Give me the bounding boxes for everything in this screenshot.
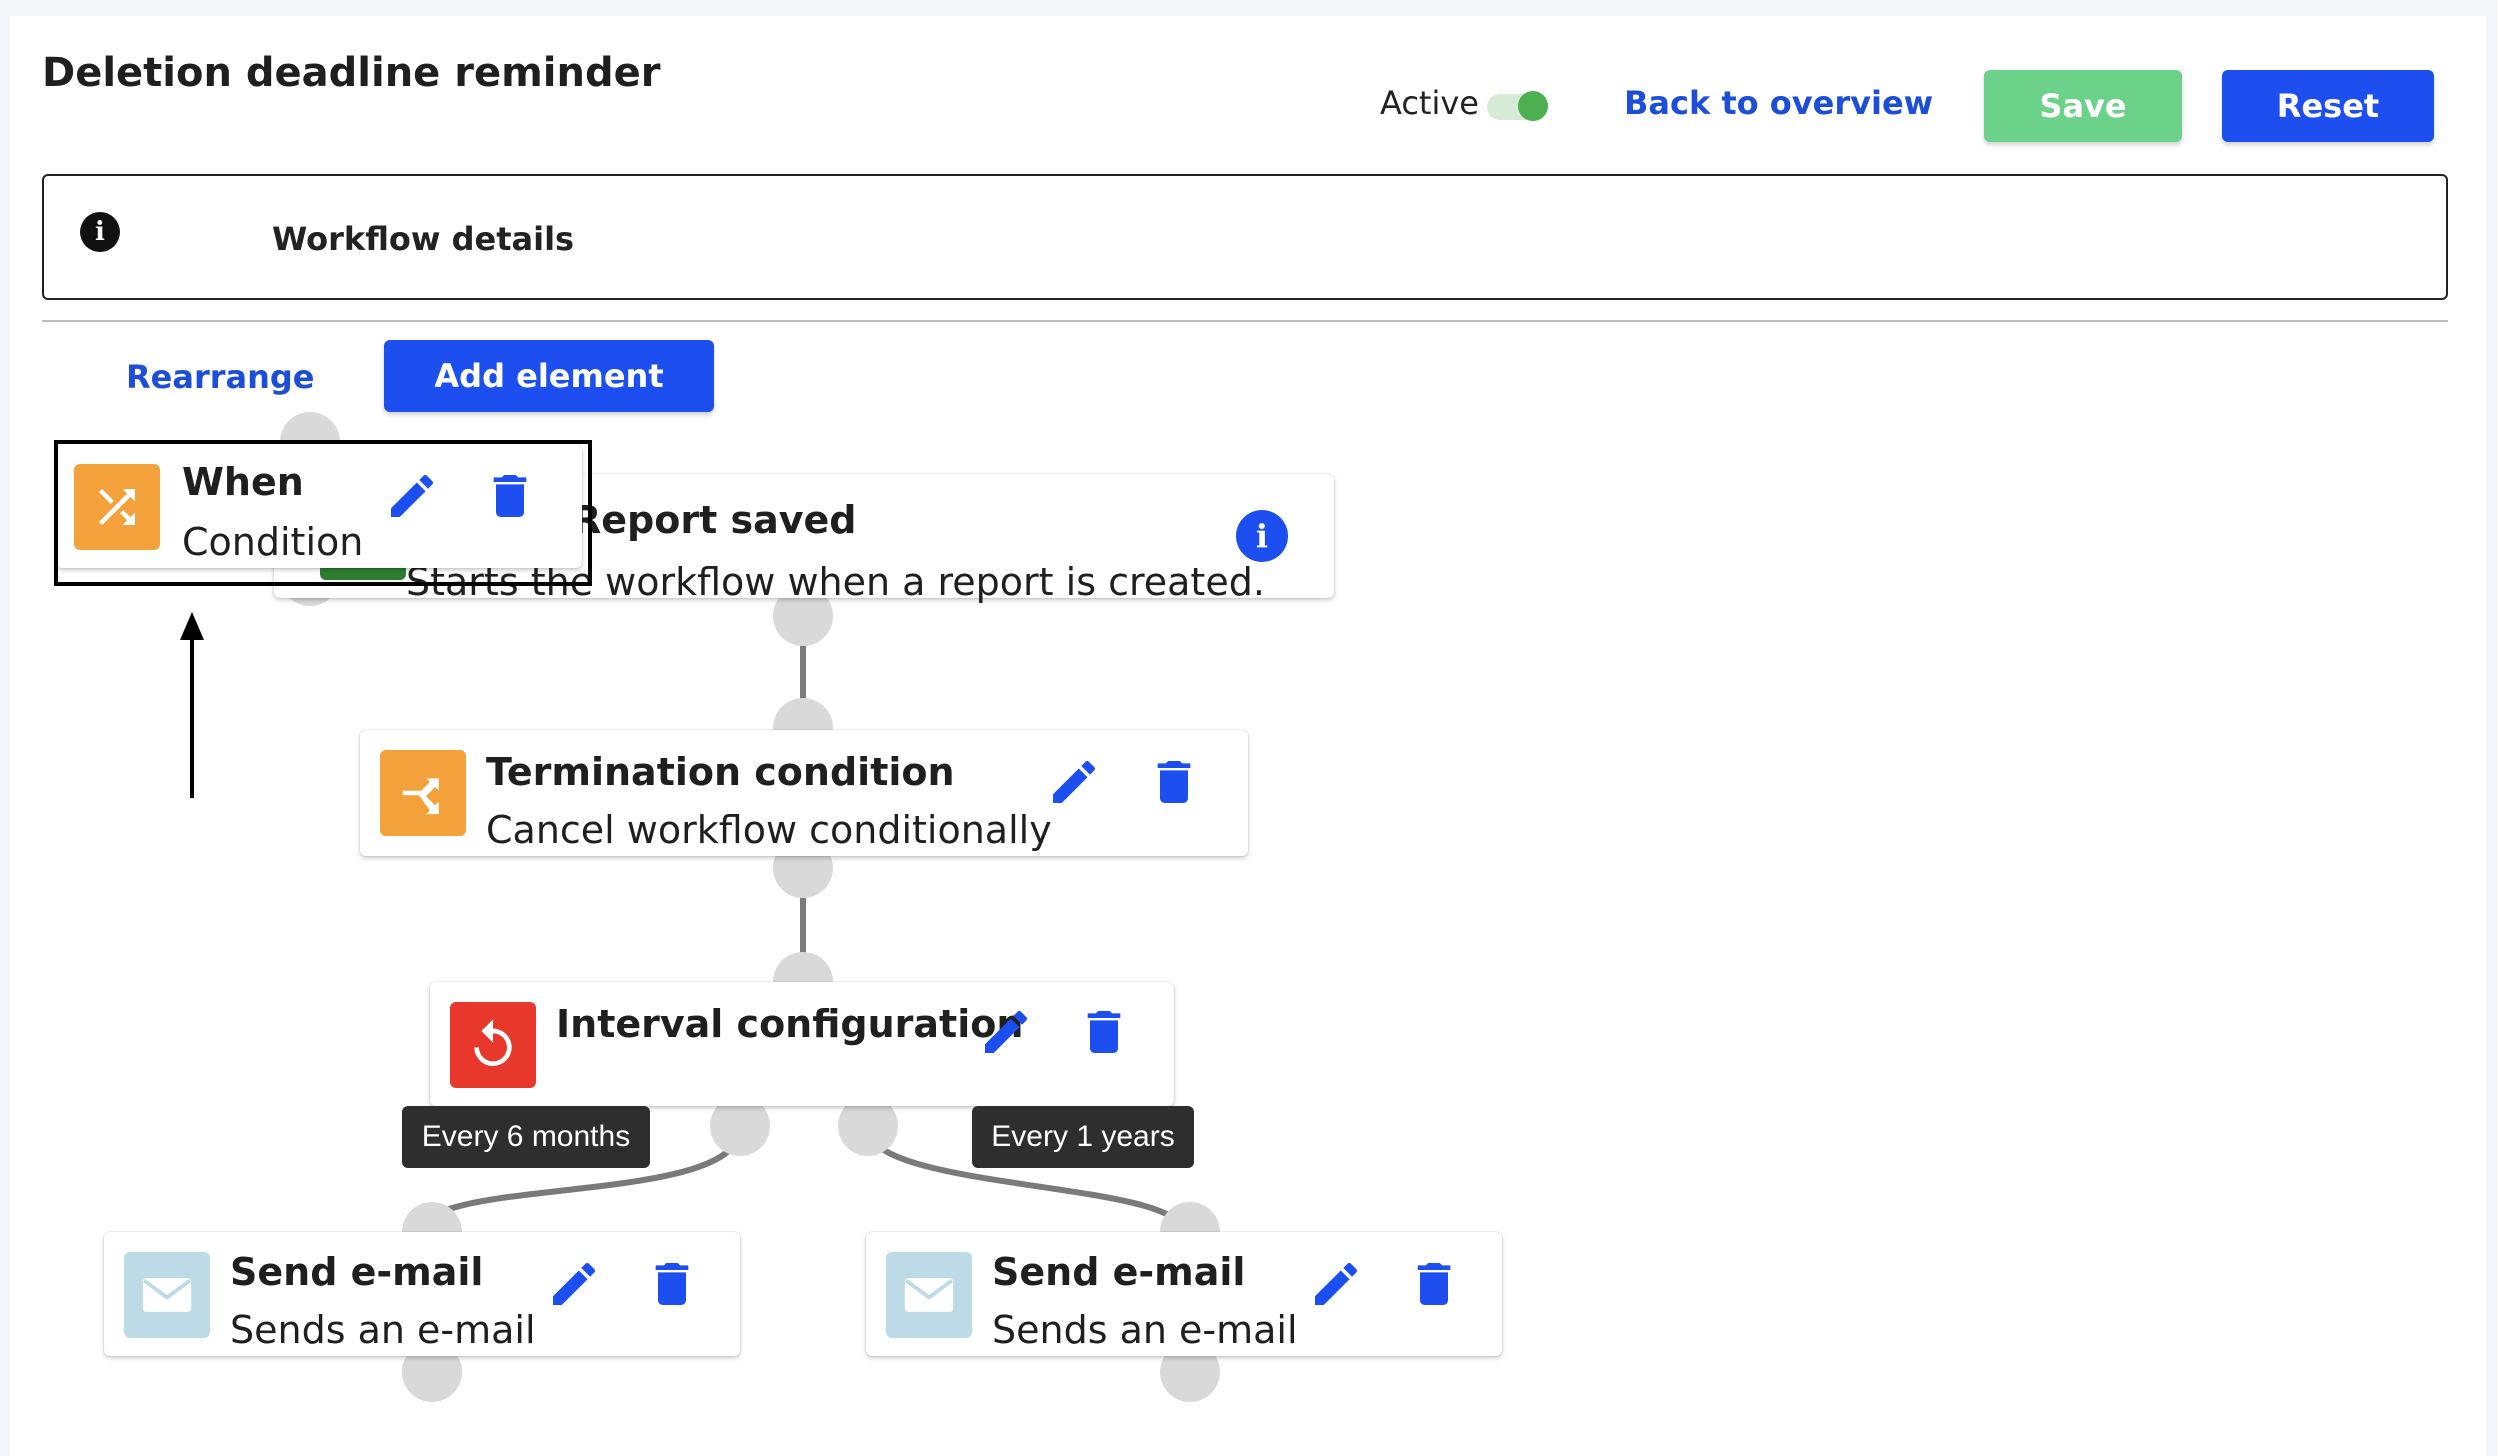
node-interval-title: Interval configuration <box>556 1002 1024 1046</box>
port-interval-bottom-left[interactable] <box>710 1096 770 1156</box>
node-email-right-title: Send e-mail <box>992 1250 1246 1294</box>
trash-icon[interactable] <box>1406 1256 1462 1312</box>
node-email-left-title: Send e-mail <box>230 1250 484 1294</box>
trash-icon[interactable] <box>644 1256 700 1312</box>
node-email-left-subtitle: Sends an e-mail <box>230 1308 536 1352</box>
node-when-title: When <box>182 460 304 504</box>
trash-icon[interactable] <box>1146 754 1202 810</box>
node-interval-configuration[interactable]: Interval configuration <box>430 982 1174 1106</box>
drag-highlight-box <box>54 440 592 586</box>
edge-label-left: Every 6 months <box>402 1106 650 1168</box>
add-element-button[interactable]: Add element <box>384 340 714 412</box>
pencil-icon[interactable] <box>1046 754 1102 810</box>
node-termination-condition[interactable]: Termination condition Cancel workflow co… <box>360 730 1248 856</box>
shuffle-icon <box>74 464 160 550</box>
page-title: Deletion deadline reminder <box>42 50 661 96</box>
node-report-saved-title: Report saved <box>572 498 857 542</box>
info-icon[interactable]: i <box>1236 510 1288 562</box>
trash-icon[interactable] <box>1076 1004 1132 1060</box>
active-toggle-knob[interactable] <box>1518 91 1548 121</box>
active-label: Active <box>1380 84 1479 122</box>
reset-button[interactable]: Reset <box>2222 70 2434 142</box>
node-when-condition[interactable]: When Condition <box>56 444 582 568</box>
node-send-email-right[interactable]: Send e-mail Sends an e-mail <box>866 1232 1502 1356</box>
node-when-subtitle: Condition <box>182 520 364 564</box>
node-termination-subtitle: Cancel workflow conditionally <box>486 808 1052 852</box>
pencil-icon[interactable] <box>1308 1256 1364 1312</box>
port-interval-bottom-right[interactable] <box>838 1096 898 1156</box>
trash-icon[interactable] <box>482 468 538 524</box>
pencil-icon[interactable] <box>978 1004 1034 1060</box>
workflow-details-panel[interactable] <box>42 174 2448 300</box>
node-send-email-left[interactable]: Send e-mail Sends an e-mail <box>104 1232 740 1356</box>
refresh-icon <box>450 1002 536 1088</box>
divider <box>42 320 2448 322</box>
arrow-up-icon <box>180 612 204 798</box>
node-email-right-subtitle: Sends an e-mail <box>992 1308 1298 1352</box>
back-to-overview-link[interactable]: Back to overview <box>1624 84 1934 122</box>
envelope-icon <box>886 1252 972 1338</box>
envelope-icon <box>124 1252 210 1338</box>
info-circle-icon: i <box>80 212 120 252</box>
edge-label-right: Every 1 years <box>972 1106 1194 1168</box>
rearrange-link[interactable]: Rearrange <box>126 358 315 396</box>
split-arrows-icon <box>380 750 466 836</box>
workflow-details-label: Workflow details <box>272 220 575 258</box>
pencil-icon[interactable] <box>546 1256 602 1312</box>
save-button[interactable]: Save <box>1984 70 2182 142</box>
workflow-editor-page: Deletion deadline reminder Active Back t… <box>10 16 2486 1456</box>
pencil-icon[interactable] <box>384 468 440 524</box>
node-termination-title: Termination condition <box>486 750 955 794</box>
